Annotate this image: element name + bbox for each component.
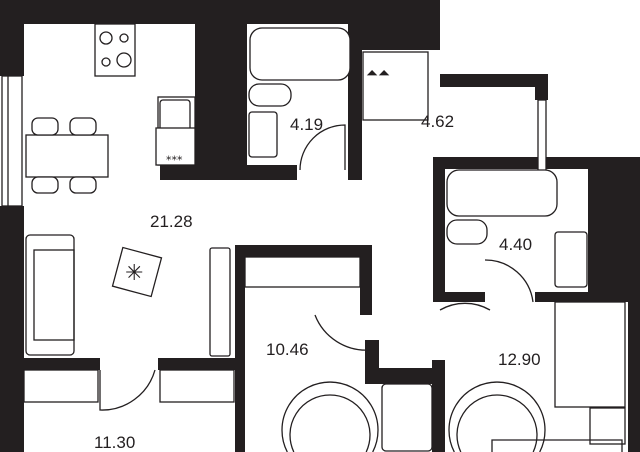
svg-text:⏶⏶: ⏶⏶ (366, 65, 390, 82)
area-label-bedroom-3: 11.30 (94, 433, 135, 452)
bathroom-1-fixtures (248, 27, 351, 171)
bed-right-inner (456, 394, 538, 452)
area-label-bathroom-2: 4.40 (499, 235, 532, 254)
svg-text:✳: ✳ (125, 260, 143, 285)
area-label-hall: 4.62 (421, 112, 454, 131)
area-label-bedroom-1: 10.46 (266, 340, 309, 359)
svg-text:⁎⁎⁎: ⁎⁎⁎ (166, 151, 183, 163)
wardrobe-hall: ⏶⏶ (362, 51, 429, 121)
bathroom-2-fixtures (446, 169, 588, 303)
bedroom-furniture (23, 256, 626, 452)
doors (99, 302, 491, 411)
area-label-bedroom-2: 12.90 (498, 350, 541, 369)
bed-left-inner (289, 394, 371, 452)
area-label-bathroom-1: 4.19 (290, 115, 323, 134)
room-labels: 21.28 4.19 4.62 4.40 10.46 12.90 11.30 (94, 112, 541, 452)
kitchen-furniture: ⁎⁎⁎ (25, 23, 196, 194)
living-furniture: ✳ (25, 234, 231, 357)
bed-right-outer (448, 381, 546, 452)
area-label-living: 21.28 (150, 212, 193, 231)
bed-left-outer (281, 381, 379, 452)
